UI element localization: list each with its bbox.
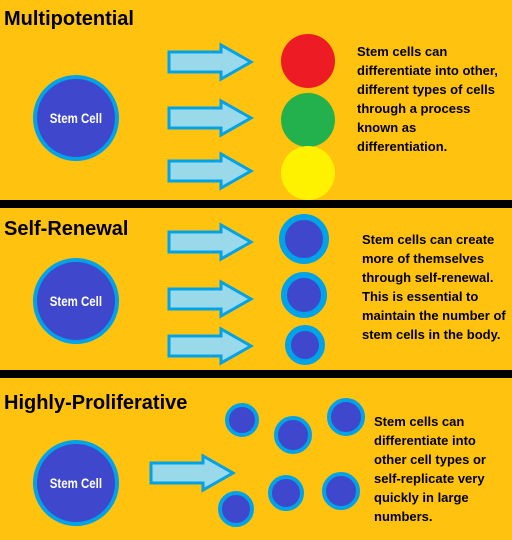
- section-description: Stem cells can create more of themselves…: [362, 232, 506, 342]
- stem-cell-label: Stem Cell: [49, 293, 103, 309]
- differentiated-cell-yellow: [281, 146, 335, 200]
- proliferated-cell: [327, 398, 365, 436]
- arrow-icon: [166, 151, 254, 191]
- arrow-icon: [148, 453, 236, 493]
- section-title: Highly-Proliferative: [4, 392, 188, 414]
- arrow-icon: [166, 42, 254, 82]
- differentiated-cell-red: [281, 34, 335, 88]
- differentiated-cell-green: [281, 93, 335, 147]
- stem-cell-label: Stem Cell: [49, 475, 103, 491]
- multipotential-panel: Multipotential Stem Cell Stem cells can …: [0, 0, 512, 200]
- proliferated-cell: [274, 416, 312, 454]
- arrow-icon: [166, 222, 254, 262]
- section-title: Multipotential: [4, 8, 134, 30]
- self-renewal-panel: Self-Renewal Stem Cell Stem cells can cr…: [0, 208, 512, 370]
- section-description: Stem cells can differentiate into other,…: [357, 44, 498, 154]
- arrow-icon: [166, 326, 254, 366]
- stem-cell: Stem Cell: [33, 258, 119, 344]
- proliferated-cell: [268, 475, 304, 511]
- proliferated-cell: [322, 472, 360, 510]
- arrow-icon: [166, 98, 254, 138]
- proliferated-cell: [218, 491, 254, 527]
- stem-cell: Stem Cell: [33, 75, 119, 161]
- stem-cell-copy: [279, 214, 329, 264]
- stem-cell-copy: [285, 325, 325, 365]
- section-title: Self-Renewal: [4, 218, 129, 240]
- proliferated-cell: [225, 403, 259, 437]
- section-description: Stem cells can differentiate into other …: [374, 414, 486, 524]
- stem-cell: Stem Cell: [33, 440, 119, 526]
- stem-cell-copy: [281, 272, 327, 318]
- stem-cell-label: Stem Cell: [49, 110, 103, 126]
- highly-proliferative-panel: Highly-Proliferative Stem Cell Stem cell…: [0, 378, 512, 540]
- arrow-icon: [166, 279, 254, 319]
